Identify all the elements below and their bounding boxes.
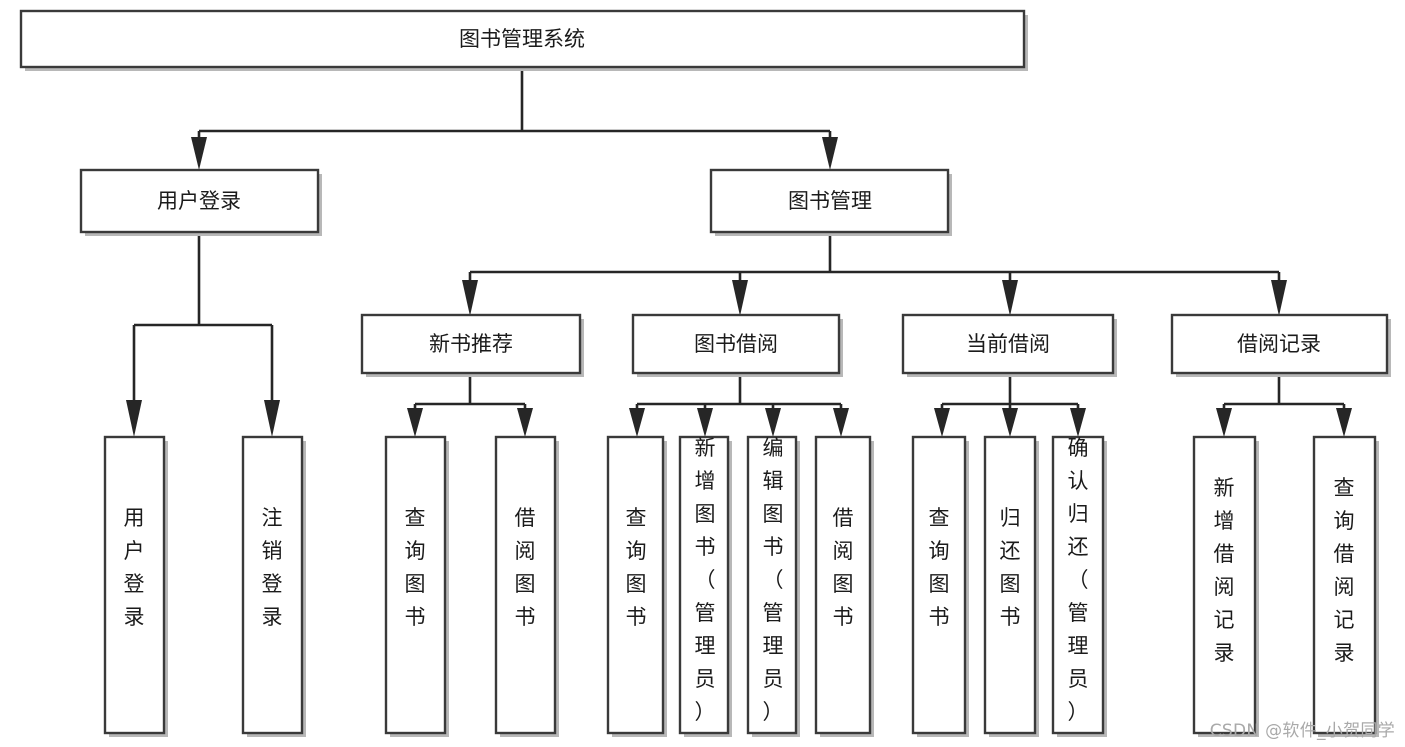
leaf-node[interactable]: 借阅图书 [494, 435, 559, 737]
arrow-head-ul-leaf-1 [126, 400, 142, 437]
leaf-node[interactable]: 确认归还（管理员） [1051, 435, 1107, 737]
leaf-box-bb-2[interactable] [678, 435, 730, 735]
leaf-node[interactable]: 编辑图书（管理员） [746, 435, 800, 737]
arrow-head-cb-leaf-3 [1070, 408, 1086, 437]
arrow-head-bb-leaf-3 [765, 408, 781, 437]
arrow-head-bb-leaf-1 [629, 408, 645, 437]
leaf-box-br-2[interactable] [1312, 435, 1377, 735]
leaf-node[interactable]: 查询图书 [606, 435, 667, 737]
leaf-label-cb-1: 查询图书 [929, 506, 950, 629]
leaf-label-cb-2: 归还图书 [1000, 506, 1021, 629]
node-borrow-record-label: 借阅记录 [1237, 332, 1321, 356]
arrow-head-cb-leaf-1 [934, 408, 950, 437]
arrow-head-to-book-borrow [732, 280, 748, 316]
arrow-head-to-new-book [462, 280, 478, 316]
connector-group-new-book [407, 375, 533, 437]
leaf-box-bb-4[interactable] [814, 435, 872, 735]
arrow-head-to-current-borrow [1002, 280, 1018, 316]
leaf-label-ul-1: 用户登录 [124, 506, 145, 629]
leaf-label-nb-2: 借阅图书 [515, 506, 536, 629]
node-new-book-box[interactable] [360, 313, 582, 375]
node-book-manage-box[interactable] [709, 168, 950, 234]
node-user-login-box[interactable] [79, 168, 320, 234]
arrow-head-ul-leaf-2 [264, 400, 280, 437]
leaf-box-br-1[interactable] [1192, 435, 1257, 735]
leaf-label-bb-4: 借阅图书 [833, 506, 854, 629]
node-borrow-record[interactable]: 借阅记录 [1170, 313, 1391, 377]
leaf-node[interactable]: 新增借阅记录 [1192, 435, 1259, 737]
node-user-login[interactable]: 用户登录 [79, 168, 322, 236]
leaf-label-nb-1: 查询图书 [405, 506, 426, 629]
leaf-box-bb-1[interactable] [606, 435, 665, 735]
arrow-head-br-leaf-1 [1216, 408, 1232, 437]
leaf-box-cb-2[interactable] [983, 435, 1037, 735]
connector-group-book-manage [462, 232, 1287, 316]
csdn-watermark: CSDN @软件_小贺同学 [1209, 721, 1395, 741]
arrow-head-bb-leaf-4 [833, 408, 849, 437]
connector-group-book-borrow [629, 375, 849, 437]
leaf-label-ul-2: 注销登录 [262, 506, 283, 629]
leaf-node[interactable]: 归还图书 [983, 435, 1039, 737]
node-book-manage[interactable]: 图书管理 [709, 168, 952, 236]
leaf-label-bb-1: 查询图书 [626, 506, 647, 629]
node-new-book-recommend[interactable]: 新书推荐 [360, 313, 584, 377]
arrow-head-to-book-manage [822, 137, 838, 170]
leaf-node[interactable]: 借阅图书 [814, 435, 874, 737]
leaf-node[interactable]: 查询借阅记录 [1312, 435, 1379, 737]
arrow-head-bb-leaf-2 [697, 408, 713, 437]
leaf-node[interactable]: 新增图书（管理员） [678, 435, 732, 737]
node-borrow-record-box[interactable] [1170, 313, 1389, 375]
connector-group-current-borrow [934, 375, 1086, 437]
leaf-box-cb-1[interactable] [911, 435, 967, 735]
arrow-head-br-leaf-2 [1336, 408, 1352, 437]
leaf-label-bb-2: 新增图书（管理员） [695, 436, 716, 724]
leaf-label-br-2: 查询借阅记录 [1334, 476, 1355, 665]
node-current-borrow[interactable]: 当前借阅 [901, 313, 1117, 377]
node-root-box[interactable] [19, 9, 1026, 69]
leaf-label-br-1: 新增借阅记录 [1214, 476, 1235, 665]
leaf-label-cb-3: 确认归还（管理员） [1068, 436, 1089, 724]
node-current-borrow-box[interactable] [901, 313, 1115, 375]
connector-group-root [191, 67, 838, 170]
leaf-node[interactable]: 查询图书 [911, 435, 969, 737]
arrow-head-to-borrow-record [1271, 280, 1287, 316]
leaf-box-ul-1[interactable] [103, 435, 166, 735]
node-current-borrow-label: 当前借阅 [966, 332, 1050, 356]
leaf-label-bb-3: 编辑图书（管理员） [763, 436, 784, 724]
arrow-head-nb-leaf-1 [407, 408, 423, 437]
connector-group-borrow-record [1216, 375, 1352, 437]
node-book-manage-label: 图书管理 [788, 189, 872, 213]
node-book-borrow[interactable]: 图书借阅 [631, 313, 843, 377]
leaf-box-nb-2[interactable] [494, 435, 557, 735]
leaf-node[interactable]: 查询图书 [384, 435, 449, 737]
node-user-login-label: 用户登录 [157, 189, 241, 213]
leaf-node[interactable]: 注销登录 [241, 435, 306, 737]
leaf-box-nb-1[interactable] [384, 435, 447, 735]
leaf-box-bb-3[interactable] [746, 435, 798, 735]
leaf-box-cb-3[interactable] [1051, 435, 1105, 735]
connector-group-user-login [126, 232, 280, 437]
node-book-borrow-label: 图书借阅 [694, 332, 778, 356]
arrow-head-nb-leaf-2 [517, 408, 533, 437]
node-root-label: 图书管理系统 [459, 27, 585, 51]
node-book-borrow-box[interactable] [631, 313, 841, 375]
node-root[interactable]: 图书管理系统 [19, 9, 1028, 71]
node-new-book-label: 新书推荐 [429, 332, 513, 356]
arrow-head-cb-leaf-2 [1002, 408, 1018, 437]
leaf-box-ul-2[interactable] [241, 435, 304, 735]
arrow-head-to-user-login [191, 137, 207, 170]
leaf-node[interactable]: 用户登录 [103, 435, 168, 737]
